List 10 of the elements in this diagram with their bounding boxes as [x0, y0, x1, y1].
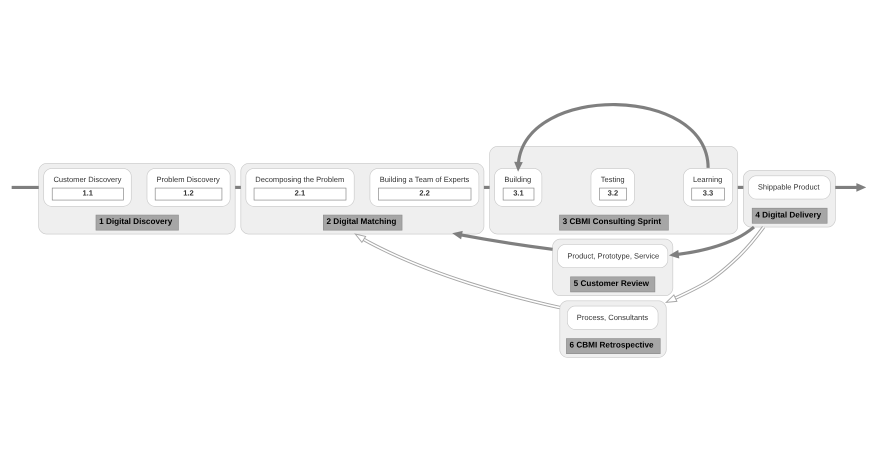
connector: [484, 185, 490, 188]
arrow: [835, 182, 866, 192]
arrow: [664, 225, 766, 302]
arrow: [514, 102, 710, 172]
arrow: [668, 225, 755, 258]
connector: [235, 185, 241, 188]
connector: [12, 185, 39, 188]
connector: [738, 185, 744, 188]
arrow: [452, 230, 553, 250]
arrow: [354, 232, 561, 309]
